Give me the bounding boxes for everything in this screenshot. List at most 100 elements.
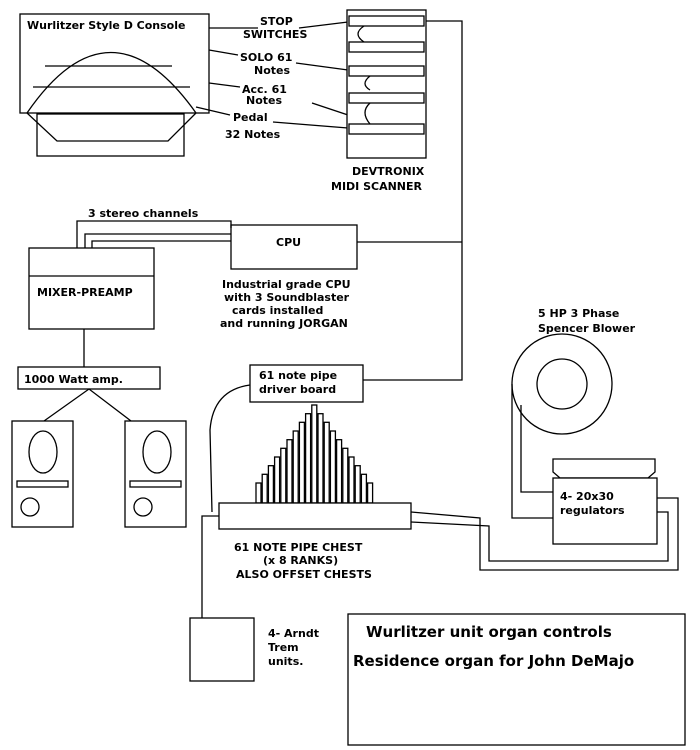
organ-pipe (292, 430, 299, 504)
chest-label-2: (x 8 RANKS) (263, 554, 338, 567)
regulators: 4- 20x30 regulators (552, 458, 658, 545)
trem-label-1: 4- Arndt (268, 627, 319, 640)
midi-scanner: DEVTRONIX MIDI SCANNER (331, 9, 427, 193)
blower-label-1: 5 HP 3 Phase (538, 307, 619, 320)
amp-label: 1000 Watt amp. (24, 373, 123, 386)
scanner-card-5 (348, 123, 425, 135)
organ-pipe (348, 456, 355, 504)
organ-pipe (273, 456, 281, 504)
organ-pipe (335, 439, 343, 504)
leader-acc (208, 82, 241, 88)
acc-label-1: Acc. 61 (242, 83, 287, 96)
organ-pipe (261, 473, 268, 504)
organ-pipe (304, 413, 312, 504)
ribbon-cable-3 (364, 102, 371, 125)
stereo-cable-2 (84, 233, 231, 248)
leader-pedal (195, 106, 231, 116)
stereo-channels-label: 3 stereo channels (88, 207, 199, 220)
amp-to-speakers-wire (43, 388, 132, 422)
speaker-left-woofer (28, 430, 58, 474)
scanner-label-2: MIDI SCANNER (331, 180, 423, 193)
stereo-cable-3 (91, 240, 231, 248)
organ-pipe (298, 421, 306, 504)
speaker-right-tweeter (133, 497, 153, 517)
speaker-right-port (129, 480, 182, 488)
speaker-left-port (16, 480, 69, 488)
scanner-card-3 (348, 65, 425, 77)
leader-pedal-2 (272, 121, 349, 129)
diagram-subtitle: Residence organ for John DeMajo (353, 652, 634, 670)
cpu-desc-3: cards installed (232, 304, 323, 317)
blower-label-2: Spencer Blower (538, 322, 636, 335)
scanner-card-2 (348, 41, 425, 53)
cpu-box (230, 224, 358, 270)
cpu-desc-1: Industrial grade CPU (222, 278, 351, 291)
organ-pipe (329, 430, 337, 504)
driver-to-chest-wire (209, 384, 251, 513)
blower-outer (511, 333, 613, 435)
driver-board-box (249, 364, 364, 403)
solo-label-1: SOLO 61 (240, 51, 292, 64)
chest-label-1: 61 NOTE PIPE CHEST (234, 541, 363, 554)
speaker-right (124, 420, 187, 528)
speaker-right-woofer (142, 430, 172, 474)
trem-label-3: units. (268, 655, 303, 668)
organ-pipe (366, 482, 374, 504)
leader-solo (208, 49, 239, 56)
scanner-bus-wire (363, 20, 463, 381)
stereo-cable-1 (76, 220, 232, 248)
pedal-label-2: 32 Notes (225, 128, 281, 141)
scanner-label-1: DEVTRONIX (352, 165, 425, 178)
title-box (347, 613, 686, 746)
organ-pipe (342, 447, 349, 504)
organ-pipe (323, 421, 330, 504)
organ-pipe (317, 413, 324, 504)
diagram-title: Wurlitzer unit organ controls (366, 623, 612, 641)
trem-box (189, 617, 255, 682)
leader-solo-2 (295, 62, 349, 71)
leader-stop-2 (298, 21, 349, 29)
cpu-desc-4: and running JORGAN (220, 317, 348, 330)
blower-outlet-inner (520, 405, 553, 493)
organ-pipe (354, 465, 361, 504)
regulator-top (552, 458, 656, 479)
scanner-card-1 (348, 15, 425, 27)
organ-pipe (311, 404, 318, 504)
stop-switches-label-2: SWITCHES (243, 28, 307, 41)
console: Wurlitzer Style D Console (19, 13, 210, 157)
pedal-label-1: Pedal (233, 111, 268, 124)
mixer-box (28, 247, 155, 330)
organ-pipe (286, 439, 293, 504)
regulators-label-1: 4- 20x30 (560, 490, 614, 503)
ribbon-cable-2 (364, 75, 371, 91)
pipe-rank (255, 404, 374, 504)
blower-inner (536, 358, 588, 410)
mixer-label: MIXER-PREAMP (37, 286, 133, 299)
console-title: Wurlitzer Style D Console (27, 19, 185, 32)
cpu-label: CPU (276, 236, 301, 249)
organ-pipe (280, 447, 287, 504)
wind-line-inner (410, 511, 669, 562)
cpu-desc-2: with 3 Soundblaster (224, 291, 350, 304)
organ-pipe (267, 465, 275, 504)
wind-line-outer (410, 497, 679, 571)
chest-label-3: ALSO OFFSET CHESTS (236, 568, 372, 581)
organ-pipe (360, 473, 368, 504)
scanner-card-4 (348, 92, 425, 104)
organ-pipe (255, 482, 262, 504)
blower-outlet (511, 384, 553, 519)
pedalboard (36, 113, 185, 157)
driver-board-label-2: driver board (259, 383, 336, 396)
stop-switches-label-1: STOP (260, 15, 293, 28)
pipe-chest (218, 502, 412, 530)
console-body (19, 13, 210, 114)
speaker-left (11, 420, 74, 528)
acc-label-2: Notes (246, 94, 282, 107)
regulator-body (552, 477, 658, 545)
trem-label-2: Trem (268, 641, 299, 654)
regulators-label-2: regulators (560, 504, 625, 517)
driver-board-label-1: 61 note pipe (259, 369, 337, 382)
chest-to-trem-wire (201, 515, 219, 618)
console-lower-arc (26, 112, 197, 142)
